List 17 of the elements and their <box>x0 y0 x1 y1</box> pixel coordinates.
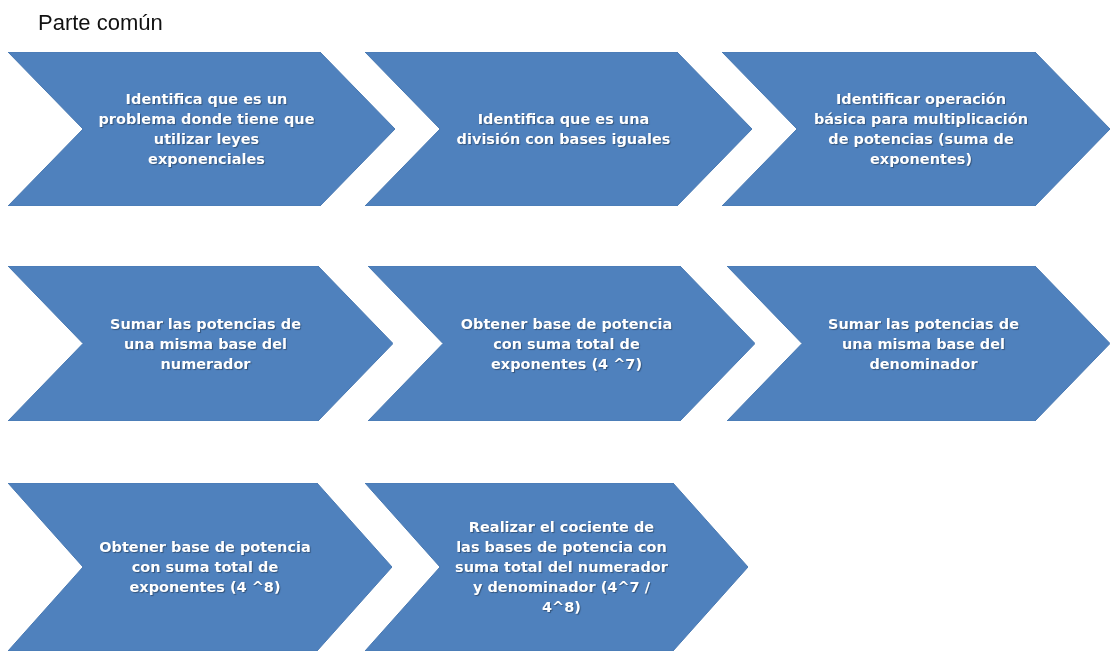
step-text: Sumar las potencias de una misma base del denominador <box>827 314 1020 374</box>
process-step <box>8 483 392 651</box>
step-text: Realizar el cociente de las bases de potencia con suma total del numerador y denominador (4^7 / 4^8) <box>455 518 668 617</box>
process-step <box>8 52 395 206</box>
step-text: Identificar operación básica para multiplicación de potencias (suma de exponentes) <box>812 90 1030 169</box>
process-step <box>727 266 1110 421</box>
step-text: Obtener base de potencia con suma total de exponentes (4 ^7) <box>459 314 674 374</box>
process-step <box>368 266 755 421</box>
process-step <box>365 52 752 206</box>
step-text: Identifica que es un problema donde tiene que utilizar leyes exponenciales <box>98 90 315 169</box>
step-text: Identifica que es una división con bases iguales <box>455 110 672 149</box>
step-text: Sumar las potencias de una misma base del numerador <box>109 314 302 374</box>
diagram-title: Parte común <box>38 10 163 36</box>
process-step <box>8 266 393 421</box>
process-step <box>722 52 1110 206</box>
step-text: Obtener base de potencia con suma total de exponentes (4 ^8) <box>98 538 312 597</box>
process-step <box>365 483 748 651</box>
